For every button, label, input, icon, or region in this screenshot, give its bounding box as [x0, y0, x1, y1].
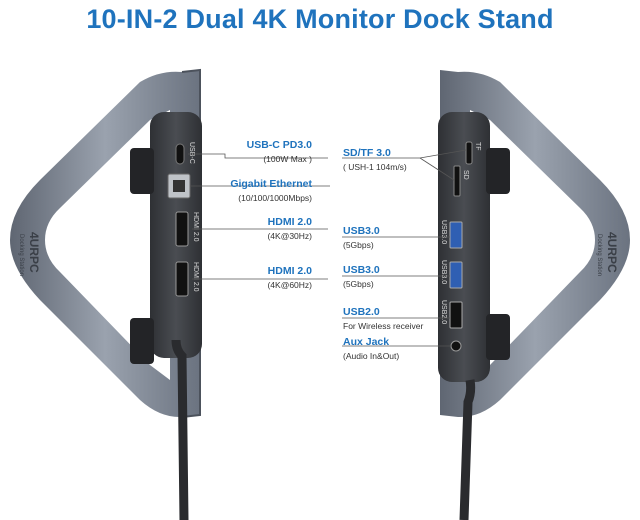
label-usbc-pd-sub: (100W Max ) [263, 154, 312, 164]
label-hdmi1: HDMI 2.0 (4K@30Hz) [210, 216, 312, 242]
right-mark-usb3-1: USB3.0 [440, 220, 447, 244]
label-sdtf-title: SD/TF 3.0 [343, 147, 391, 159]
left-usbc-port [175, 143, 185, 165]
label-aux-sub: (Audio In&Out) [343, 351, 400, 361]
label-sdtf-sub: ( USH-1 104m/s) [343, 162, 407, 172]
right-bumper-bottom [486, 314, 510, 360]
label-hdmi1-sub: (4K@30Hz) [267, 231, 312, 241]
right-frame-outer [440, 70, 630, 418]
label-hdmi2-sub: (4K@60Hz) [267, 280, 312, 290]
page-title: 10-IN-2 Dual 4K Monitor Dock Stand [86, 4, 554, 34]
leader-lines [188, 149, 467, 347]
left-brand-sub: Docking Station [18, 234, 24, 276]
label-usb3-2-sub: (5Gbps) [343, 279, 374, 289]
label-ethernet-title: Gigabit Ethernet [230, 178, 312, 190]
leader-sdtf2 [419, 157, 455, 181]
label-ethernet-sub: (10/100/1000Mbps) [238, 193, 312, 203]
label-usb2-title: USB2.0 [343, 306, 380, 318]
label-hdmi2: HDMI 2.0 (4K@60Hz) [210, 265, 312, 291]
left-cable [171, 339, 189, 520]
right-brand-sub: Docking Station [596, 234, 602, 276]
label-ethernet: Gigabit Ethernet (10/100/1000Mbps) [210, 178, 312, 204]
left-mark-usbc: USB-C [188, 142, 195, 164]
label-usbc-pd-title: USB-C PD3.0 [246, 139, 312, 151]
label-usb3-1-sub: (5Gbps) [343, 240, 374, 250]
left-mark-hdmi2: HDMI 2.0 [192, 262, 199, 292]
right-tf-slot [465, 141, 473, 165]
label-usb3-2-title: USB3.0 [343, 264, 380, 276]
label-usb3-2: USB3.0 (5Gbps) [343, 264, 438, 290]
right-aux-jack [450, 340, 462, 352]
label-usb3-1: USB3.0 (5Gbps) [343, 225, 438, 251]
right-cable [459, 379, 476, 520]
label-hdmi2-title: HDMI 2.0 [267, 265, 312, 277]
right-usb2-port [449, 301, 463, 329]
right-mark-sd: SD [462, 170, 469, 180]
label-sdtf: SD/TF 3.0 ( USH-1 104m/s) [343, 147, 438, 173]
left-brand-mark: 4URPC [27, 232, 41, 273]
right-mark-usb2: USB2.0 [440, 300, 447, 324]
right-hub [438, 112, 490, 382]
left-mark-hdmi1: HDMI 2.0 [192, 212, 199, 242]
label-aux-title: Aux Jack [343, 336, 390, 348]
left-bumper-bottom [130, 318, 154, 364]
right-mark-tf: TF [474, 142, 481, 151]
left-hdmi2-port [175, 261, 189, 297]
left-stand: 4URPC Docking Station USB-C HDMI 2.0 HDM… [10, 68, 202, 520]
label-hdmi1-title: HDMI 2.0 [267, 216, 312, 228]
left-hdmi1-port [175, 211, 189, 247]
label-usbc-pd: USB-C PD3.0 (100W Max ) [210, 139, 312, 165]
right-stand: 4URPC Docking Station TF SD USB3.0 USB3.… [438, 70, 630, 520]
right-brand-mark: 4URPC [605, 232, 619, 273]
left-ethernet-socket [173, 180, 185, 192]
label-usb2: USB2.0 For Wireless receiver [343, 306, 443, 332]
right-bumper-top [486, 148, 510, 194]
leader-usbc [188, 153, 328, 159]
left-bumper-top [130, 148, 154, 194]
label-usb3-1-title: USB3.0 [343, 225, 380, 237]
right-sd-slot [453, 165, 461, 197]
label-usb2-sub: For Wireless receiver [343, 321, 424, 331]
label-aux: Aux Jack (Audio In&Out) [343, 336, 438, 362]
right-usb3-port2 [449, 261, 463, 289]
right-usb3-port1 [449, 221, 463, 249]
right-mark-usb3-2: USB3.0 [440, 260, 447, 284]
